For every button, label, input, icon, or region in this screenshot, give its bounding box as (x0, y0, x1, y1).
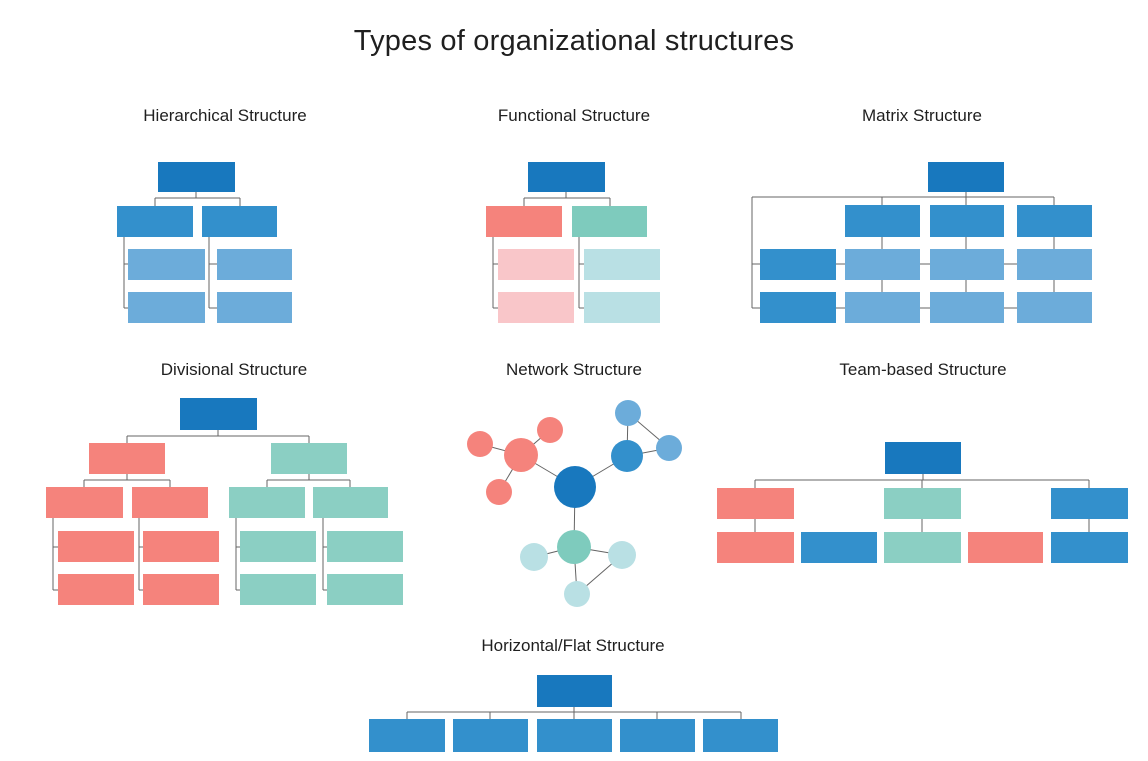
org-box (313, 487, 388, 518)
panel-network (467, 400, 682, 607)
panel-team-based (717, 442, 1128, 563)
org-box (930, 292, 1004, 323)
org-box (1051, 532, 1128, 563)
org-box (884, 488, 961, 519)
panel-title-divisional: Divisional Structure (160, 360, 308, 379)
org-box (584, 292, 660, 323)
org-box (117, 206, 193, 237)
org-box (128, 249, 205, 280)
org-node (486, 479, 512, 505)
org-node (608, 541, 636, 569)
org-box (801, 532, 877, 563)
org-box (217, 292, 292, 323)
org-box (89, 443, 165, 474)
org-box (1017, 249, 1092, 280)
org-box (572, 206, 647, 237)
org-box (453, 719, 528, 752)
org-box (845, 249, 920, 280)
org-node (615, 400, 641, 426)
org-box (498, 292, 574, 323)
org-box (143, 574, 219, 605)
org-box (58, 531, 134, 562)
org-box (968, 532, 1043, 563)
page-title: Types of organizational structures (353, 25, 795, 57)
panel-hierarchical (117, 162, 292, 323)
org-box (158, 162, 235, 192)
org-box (930, 205, 1004, 237)
org-box (217, 249, 292, 280)
org-box (537, 719, 612, 752)
org-box (180, 398, 257, 430)
org-box (327, 574, 403, 605)
panel-title-matrix: Matrix Structure (862, 106, 982, 125)
org-box (240, 574, 316, 605)
panel-title-functional: Functional Structure (497, 106, 651, 125)
org-box (760, 292, 836, 323)
org-box (884, 532, 961, 563)
org-box (1051, 488, 1128, 519)
panel-functional (486, 162, 660, 323)
org-box (1017, 292, 1092, 323)
panel-matrix (751, 162, 1092, 323)
org-box (703, 719, 778, 752)
org-box (327, 531, 403, 562)
org-node (611, 440, 643, 472)
org-node (557, 530, 591, 564)
org-box (528, 162, 605, 192)
org-node (564, 581, 590, 607)
org-node (504, 438, 538, 472)
org-box (845, 205, 920, 237)
org-box (46, 487, 123, 518)
org-box (143, 531, 219, 562)
org-box (486, 206, 562, 237)
org-box (717, 532, 794, 563)
panel-horizontal-flat (369, 675, 778, 752)
org-box (584, 249, 660, 280)
org-box (930, 249, 1004, 280)
org-node (554, 466, 596, 508)
org-box (760, 249, 836, 280)
org-box (271, 443, 347, 474)
panel-title-hierarchical: Hierarchical Structure (143, 106, 307, 125)
org-box (229, 487, 305, 518)
org-box (240, 531, 316, 562)
org-box (885, 442, 961, 474)
panel-title-horizontal-flat: Horizontal/Flat Structure (481, 636, 665, 655)
org-box (369, 719, 445, 752)
panel-title-team-based: Team-based Structure (839, 360, 1007, 379)
org-box (1017, 205, 1092, 237)
panel-title-network: Network Structure (505, 360, 643, 379)
org-box (928, 162, 1004, 192)
org-box (202, 206, 277, 237)
org-box (132, 487, 208, 518)
panel-divisional (46, 398, 403, 605)
org-box (717, 488, 794, 519)
org-node (656, 435, 682, 461)
org-node (467, 431, 493, 457)
org-box (845, 292, 920, 323)
org-box (58, 574, 134, 605)
org-box (128, 292, 205, 323)
org-node (537, 417, 563, 443)
org-box (498, 249, 574, 280)
org-box (537, 675, 612, 707)
org-node (520, 543, 548, 571)
org-box (620, 719, 695, 752)
